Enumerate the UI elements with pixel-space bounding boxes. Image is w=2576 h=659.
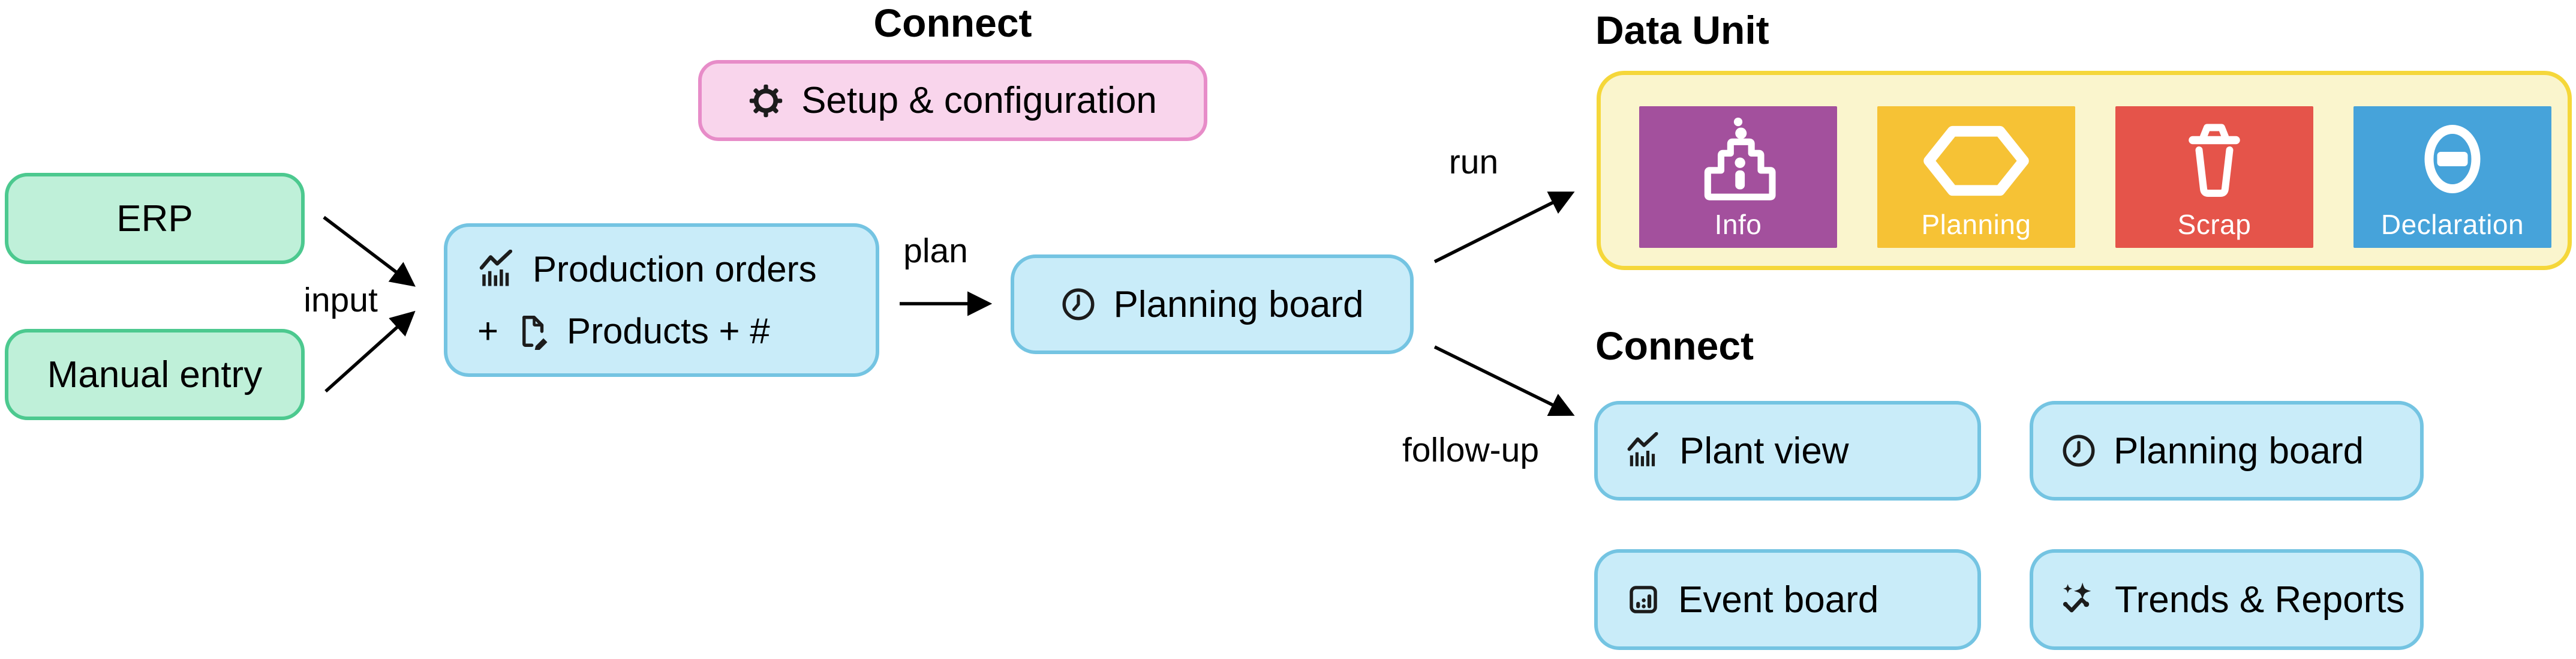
arrow-run (1433, 191, 1575, 263)
erp-node[interactable]: ERP (5, 173, 305, 264)
setup-section-title: Connect (873, 1, 1032, 45)
trends-reports-node[interactable]: Trends & Reports (2030, 549, 2424, 650)
hexagon-icon (1919, 106, 2033, 211)
plus-sign: + (477, 311, 499, 351)
tile-declaration[interactable]: Declaration (2353, 106, 2551, 248)
plant-view-label: Plant view (1679, 430, 1849, 472)
production-orders-row2: + Products + # (477, 310, 770, 352)
trends-sparkle-icon (2061, 581, 2098, 618)
tile-info-label: Info (1714, 209, 1762, 240)
production-orders-node[interactable]: Production orders + Products + # (444, 223, 879, 377)
analytics-chart-icon (477, 249, 517, 289)
tile-scrap-label: Scrap (2177, 209, 2252, 240)
manual-entry-label: Manual entry (47, 354, 263, 396)
setup-configuration-node[interactable]: Setup & configuration (698, 60, 1207, 141)
arrow-erp-to-orders (323, 215, 416, 287)
edge-label-follow-up: follow-up (1402, 431, 1540, 469)
production-orders-label: Production orders (533, 249, 817, 289)
manual-entry-node[interactable]: Manual entry (5, 329, 305, 420)
planning-board-connect-label: Planning board (2114, 430, 2364, 472)
connect-section-title: Connect (1595, 323, 1754, 368)
planning-board-node[interactable]: Planning board (1011, 254, 1414, 354)
edge-label-plan: plan (903, 232, 968, 270)
edge-label-run: run (1448, 143, 1499, 181)
tile-scrap[interactable]: Scrap (2115, 106, 2313, 248)
tile-info[interactable]: Info (1639, 106, 1837, 248)
gear-icon (749, 83, 783, 118)
no-entry-icon (2409, 106, 2496, 211)
products-label: Products + # (567, 311, 770, 351)
event-board-node[interactable]: Event board (1594, 549, 1981, 650)
tile-planning[interactable]: Planning (1877, 106, 2075, 248)
event-board-label: Event board (1678, 579, 1879, 621)
machine-info-icon (1693, 106, 1784, 211)
production-orders-row1: Production orders (477, 248, 817, 290)
planning-board-label: Planning board (1113, 283, 1364, 325)
edge-label-input: input (303, 281, 378, 319)
planning-board-connect-node[interactable]: Planning board (2030, 401, 2424, 501)
data-unit-container: Info Planning Scrap (1597, 71, 2572, 270)
trends-reports-label: Trends & Reports (2115, 579, 2405, 621)
analytics-chart-icon (1625, 432, 1663, 469)
event-board-icon (1625, 582, 1661, 618)
setup-configuration-label: Setup & configuration (801, 80, 1157, 121)
tile-planning-label: Planning (1921, 209, 2031, 240)
arrow-follow-up (1433, 345, 1575, 417)
clock-icon (1060, 286, 1096, 322)
arrow-manual-to-orders (324, 310, 416, 393)
trash-icon (2171, 106, 2258, 211)
clock-icon (2061, 433, 2097, 469)
data-unit-title: Data Unit (1595, 8, 1769, 52)
tile-declaration-label: Declaration (2380, 209, 2524, 240)
document-edit-icon (514, 313, 551, 350)
erp-label: ERP (116, 197, 193, 239)
plant-view-node[interactable]: Plant view (1594, 401, 1981, 501)
